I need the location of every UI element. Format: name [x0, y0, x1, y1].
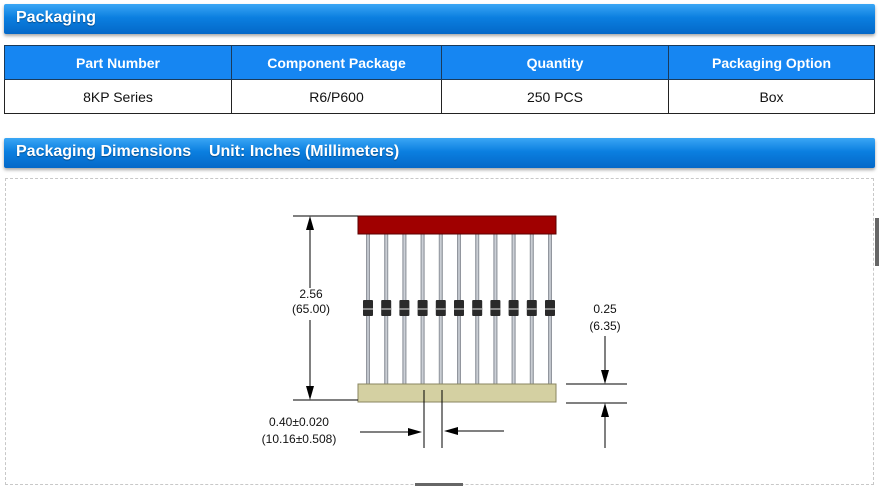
diode-cathode-band [363, 308, 373, 310]
top-retaining-strip [357, 215, 557, 235]
diode-cathode-band [508, 308, 519, 310]
diode-cathode-band [472, 308, 483, 310]
height-dimension: 2.56 (65.00) [292, 215, 358, 401]
gap-dimension: 0.25 (6.35) [566, 302, 627, 448]
diode-cathode-band [399, 308, 410, 310]
gap-inches-label: 0.25 [593, 302, 617, 316]
scrollbar-thumb[interactable] [875, 218, 879, 266]
diode-cathode-band [454, 308, 464, 310]
diode-cathode-band [381, 308, 392, 310]
diode-cathode-band [526, 308, 537, 310]
cell-component-package: R6/P600 [231, 79, 442, 114]
diode-cathode-band [435, 308, 446, 310]
pitch-mm-label: (10.16±0.508) [262, 432, 337, 446]
dimensions-header-bar: Packaging Dimensions Unit: Inches (Milli… [4, 138, 875, 168]
height-inches-label: 2.56 [299, 287, 323, 301]
diode-cathode-band [417, 308, 428, 310]
cell-part-number: 8KP Series [4, 79, 232, 114]
table-header-row: Part Number Component Package Quantity P… [4, 45, 875, 80]
col-header-quantity: Quantity [441, 45, 669, 80]
gap-mm-label: (6.35) [589, 319, 620, 333]
pitch-inches-label: 0.40±0.020 [269, 415, 329, 429]
horizontal-scrollbar-thumb[interactable] [415, 483, 463, 486]
diode-bodies [363, 300, 555, 316]
packaging-header-bar: Packaging [4, 4, 875, 34]
packaging-table: Part Number Component Package Quantity P… [4, 45, 875, 114]
packaging-title: Packaging [16, 9, 97, 26]
cell-quantity: 250 PCS [441, 79, 669, 114]
diode-cathode-band [490, 308, 501, 310]
diode-cathode-band [545, 308, 555, 310]
table-row: 8KP Series R6/P600 250 PCS Box [4, 79, 875, 114]
pitch-dimension: 0.40±0.020 (10.16±0.508) [262, 390, 504, 448]
cell-packaging-option: Box [668, 79, 875, 114]
col-header-packaging-option: Packaging Option [668, 45, 875, 80]
bottom-retaining-strip [357, 383, 557, 403]
col-header-part-number: Part Number [4, 45, 232, 80]
dimensions-title: Packaging Dimensions Unit: Inches (Milli… [16, 143, 400, 160]
height-mm-label: (65.00) [292, 302, 330, 316]
